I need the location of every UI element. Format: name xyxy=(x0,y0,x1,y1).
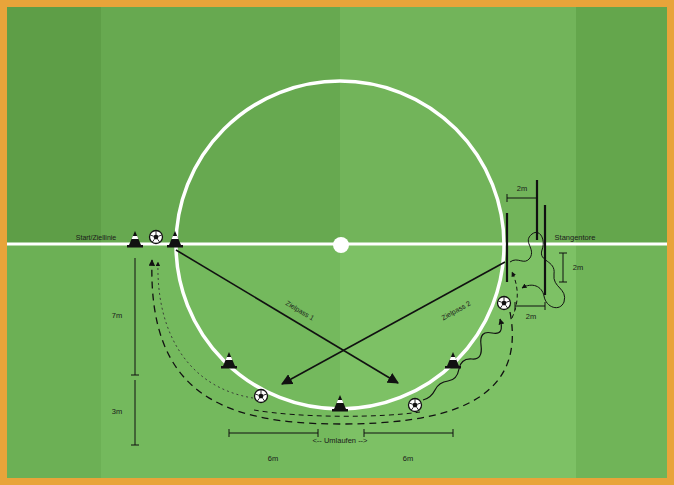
run-label: <-- Umlaufen --> xyxy=(310,436,369,446)
center-spot xyxy=(333,237,349,253)
dimension-label: 6m xyxy=(401,454,415,464)
dribble-path xyxy=(510,232,565,307)
dimension-label: 2m xyxy=(571,263,585,273)
balls xyxy=(150,231,511,412)
line-label: Start/Ziellinie xyxy=(74,233,118,242)
dimension-lines xyxy=(131,194,567,445)
pass-label: Zielpass 1 xyxy=(282,297,317,323)
dimension-label: 2m xyxy=(524,312,538,322)
pole-gates xyxy=(507,180,545,295)
dimension-label: 7m xyxy=(110,311,124,321)
pass-label: Zielpass 2 xyxy=(438,297,474,322)
dimension-label: 2m xyxy=(515,184,529,194)
run-path xyxy=(158,262,253,398)
equipment-label: Stangentore xyxy=(553,233,598,243)
pass-arrow xyxy=(176,250,398,383)
cones xyxy=(127,231,461,412)
pass-arrow xyxy=(282,262,505,384)
run-path xyxy=(512,272,517,318)
dimension-label: 6m xyxy=(266,454,280,464)
run-path xyxy=(152,260,513,424)
center-circle xyxy=(176,81,504,409)
grass-stripes xyxy=(7,7,667,478)
dimension-label: 3m xyxy=(110,407,124,417)
dribble-path xyxy=(423,319,501,400)
